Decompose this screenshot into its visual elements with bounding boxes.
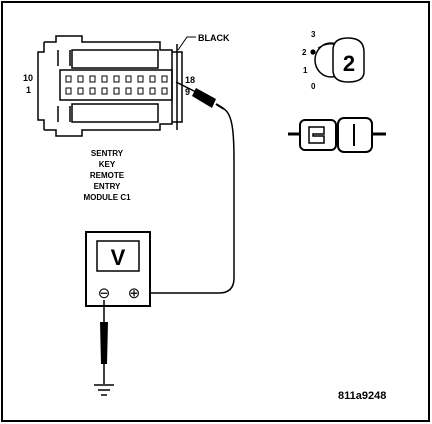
positive-terminal-icon: ⊕ bbox=[128, 285, 141, 302]
pin-number-right-top: 18 bbox=[185, 75, 195, 85]
voltmeter: V ⊖ ⊕ bbox=[85, 231, 151, 307]
disconnected-connector-icon bbox=[288, 117, 386, 153]
pin-number-right-bottom: 9 bbox=[185, 87, 190, 97]
wire-color-label: BLACK bbox=[198, 33, 230, 43]
negative-terminal-icon: ⊖ bbox=[98, 285, 111, 302]
wire-color-leader bbox=[177, 36, 196, 51]
module-label-line-1: SENTRY bbox=[91, 149, 124, 158]
module-label: SENTRY KEY REMOTE ENTRY MODULE C1 bbox=[83, 149, 131, 202]
ignition-position-2: 2 bbox=[302, 48, 307, 57]
ignition-switch-icon: 3 2 1 0 2 bbox=[302, 30, 365, 91]
module-label-line-3: REMOTE bbox=[90, 171, 125, 180]
connector-cavities bbox=[65, 75, 168, 95]
ignition-pointer bbox=[310, 49, 316, 55]
connector-half-left bbox=[299, 119, 337, 151]
back-probe bbox=[175, 81, 225, 110]
module-connector bbox=[37, 35, 183, 137]
module-label-line-2: KEY bbox=[99, 160, 116, 169]
pin-number-left-top: 10 bbox=[23, 73, 33, 83]
positive-test-lead bbox=[140, 108, 235, 294]
pin-number-left-bottom: 1 bbox=[26, 85, 31, 95]
ignition-position-3: 3 bbox=[311, 30, 316, 39]
figure-code: 811a9248 bbox=[338, 390, 386, 402]
ignition-key-number: 2 bbox=[343, 51, 355, 76]
key-head-icon bbox=[332, 37, 365, 83]
ground-icon bbox=[94, 384, 114, 396]
ignition-position-0: 0 bbox=[311, 82, 316, 91]
voltmeter-display-symbol: V bbox=[111, 245, 126, 270]
negative-test-lead bbox=[100, 300, 108, 384]
module-label-line-4: ENTRY bbox=[94, 182, 121, 191]
ignition-position-1: 1 bbox=[303, 66, 308, 75]
module-label-line-5: MODULE C1 bbox=[83, 193, 131, 202]
voltmeter-display bbox=[96, 240, 140, 272]
